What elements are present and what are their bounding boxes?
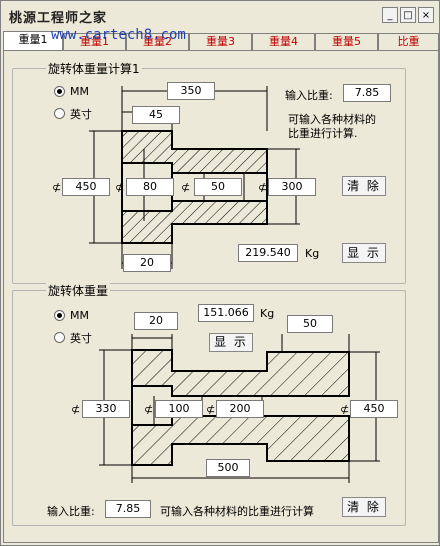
unit-inch-label-1: 英寸 (70, 108, 92, 121)
dia-symbol-g: ⊄ (206, 403, 216, 416)
clear-button-2[interactable]: 清 除 (342, 497, 386, 517)
maximize-button[interactable]: □ (400, 7, 416, 23)
group1-drawing (89, 86, 300, 269)
unit-mm-label-1: MM (70, 85, 89, 98)
unit-mm-label-2: MM (70, 309, 89, 322)
tab-weight4[interactable]: 重量4 (252, 33, 315, 50)
group1-title: 旋转体重量计算1 (46, 60, 142, 77)
density-field-1[interactable]: 7.85 (343, 84, 391, 102)
right-bore-field-1[interactable]: 50 (194, 178, 242, 196)
bore-dia-field-2[interactable]: 100 (155, 400, 203, 418)
group2-drawing (99, 334, 380, 483)
right-length-field-2[interactable]: 50 (287, 315, 333, 333)
dia-symbol-e: ⊄ (71, 403, 81, 416)
density-field-2[interactable]: 7.85 (105, 500, 151, 518)
density-label-1: 输入比重: (285, 89, 333, 102)
show-button-1[interactable]: 显 示 (342, 243, 386, 263)
hint-line2-1: 比重进行计算. (288, 127, 358, 140)
outer-dia-right-field-2[interactable]: 450 (350, 400, 398, 418)
tab-panel: 旋转体重量计算1 (3, 50, 439, 543)
dia-symbol-a: ⊄ (52, 181, 62, 194)
tab-density[interactable]: 比重 (378, 33, 439, 50)
tab-weight5[interactable]: 重量5 (315, 33, 378, 50)
outer-dia-field-1[interactable]: 450 (62, 178, 110, 196)
outer-dia-left-field-2[interactable]: 330 (82, 400, 130, 418)
result-field-2: 151.066 (198, 304, 254, 322)
left-length-field-1[interactable]: 45 (132, 106, 180, 124)
total-length-field-2[interactable]: 500 (206, 459, 250, 477)
bottom-length-field-1[interactable]: 20 (123, 254, 171, 272)
show-button-2[interactable]: 显 示 (209, 333, 253, 352)
result-field-1: 219.540 (238, 244, 298, 262)
unit-mm-radio-1[interactable] (54, 86, 65, 97)
total-length-field-1[interactable]: 350 (167, 82, 215, 100)
tab-weight1-alt[interactable]: 重量1 (63, 33, 126, 50)
watermark-text: www.cartech8.com (51, 27, 186, 43)
mid-dia-field-2[interactable]: 200 (216, 400, 264, 418)
left-bore-field-1[interactable]: 80 (126, 178, 174, 196)
dia-symbol-c: ⊄ (181, 181, 191, 194)
unit-inch-radio-2[interactable] (54, 332, 65, 343)
dia-symbol-d: ⊄ (258, 181, 268, 194)
density-label-2: 输入比重: (47, 505, 95, 518)
group2-title: 旋转体重量 (46, 282, 111, 299)
tab-weight3[interactable]: 重量3 (189, 33, 252, 50)
unit-kg-1: Kg (305, 247, 320, 260)
hint-line1-1: 可输入各种材料的 (288, 113, 376, 126)
group-rotary-body-2 (12, 290, 406, 526)
tab-weight1[interactable]: 重量1 (3, 31, 63, 50)
minimize-button[interactable]: _ (382, 7, 398, 23)
title-bar: 桃源工程师之家 _ □ × (1, 1, 439, 31)
dia-symbol-h: ⊄ (340, 403, 350, 416)
dia-symbol-f: ⊄ (144, 403, 154, 416)
window-title: 桃源工程师之家 (9, 11, 108, 26)
tab-strip: 重量1 重量1 重量2 重量3 重量4 重量5 比重 (3, 31, 439, 50)
hint-2: 可输入各种材料的比重进行计算 (160, 505, 314, 518)
close-button[interactable]: × (418, 7, 434, 23)
left-length-field-2[interactable]: 20 (134, 312, 178, 330)
unit-inch-label-2: 英寸 (70, 332, 92, 345)
group-rotary-body-1 (12, 68, 406, 284)
unit-kg-2: Kg (260, 307, 275, 320)
clear-button-1[interactable]: 清 除 (342, 176, 386, 196)
tab-weight2[interactable]: 重量2 (126, 33, 189, 50)
unit-inch-radio-1[interactable] (54, 108, 65, 119)
unit-mm-radio-2[interactable] (54, 310, 65, 321)
dia-symbol-b: ⊄ (115, 181, 125, 194)
right-outer-field-1[interactable]: 300 (268, 178, 316, 196)
